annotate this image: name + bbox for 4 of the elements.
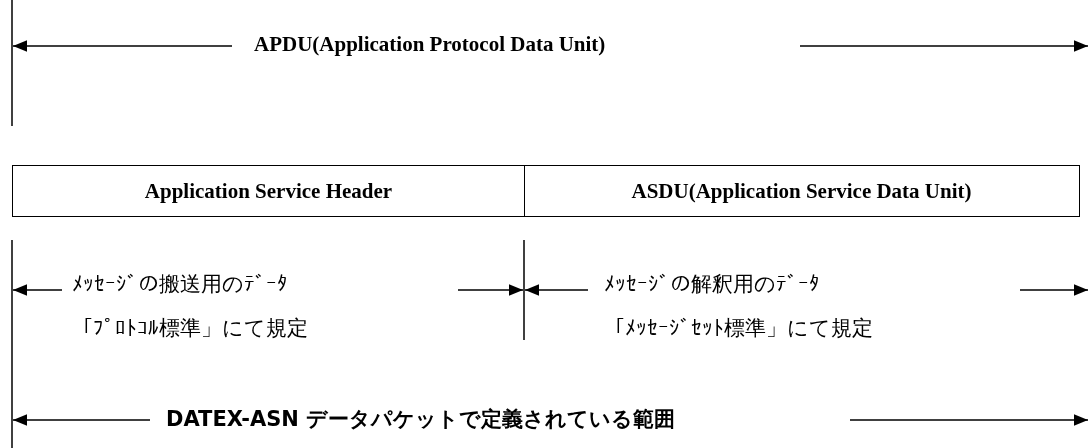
field-name: ASDU(Application Service Data Unit): [631, 178, 972, 204]
field-name: Application Service Header: [144, 178, 393, 204]
header-field-box: [524, 165, 1080, 217]
header-field-box: [12, 165, 525, 217]
